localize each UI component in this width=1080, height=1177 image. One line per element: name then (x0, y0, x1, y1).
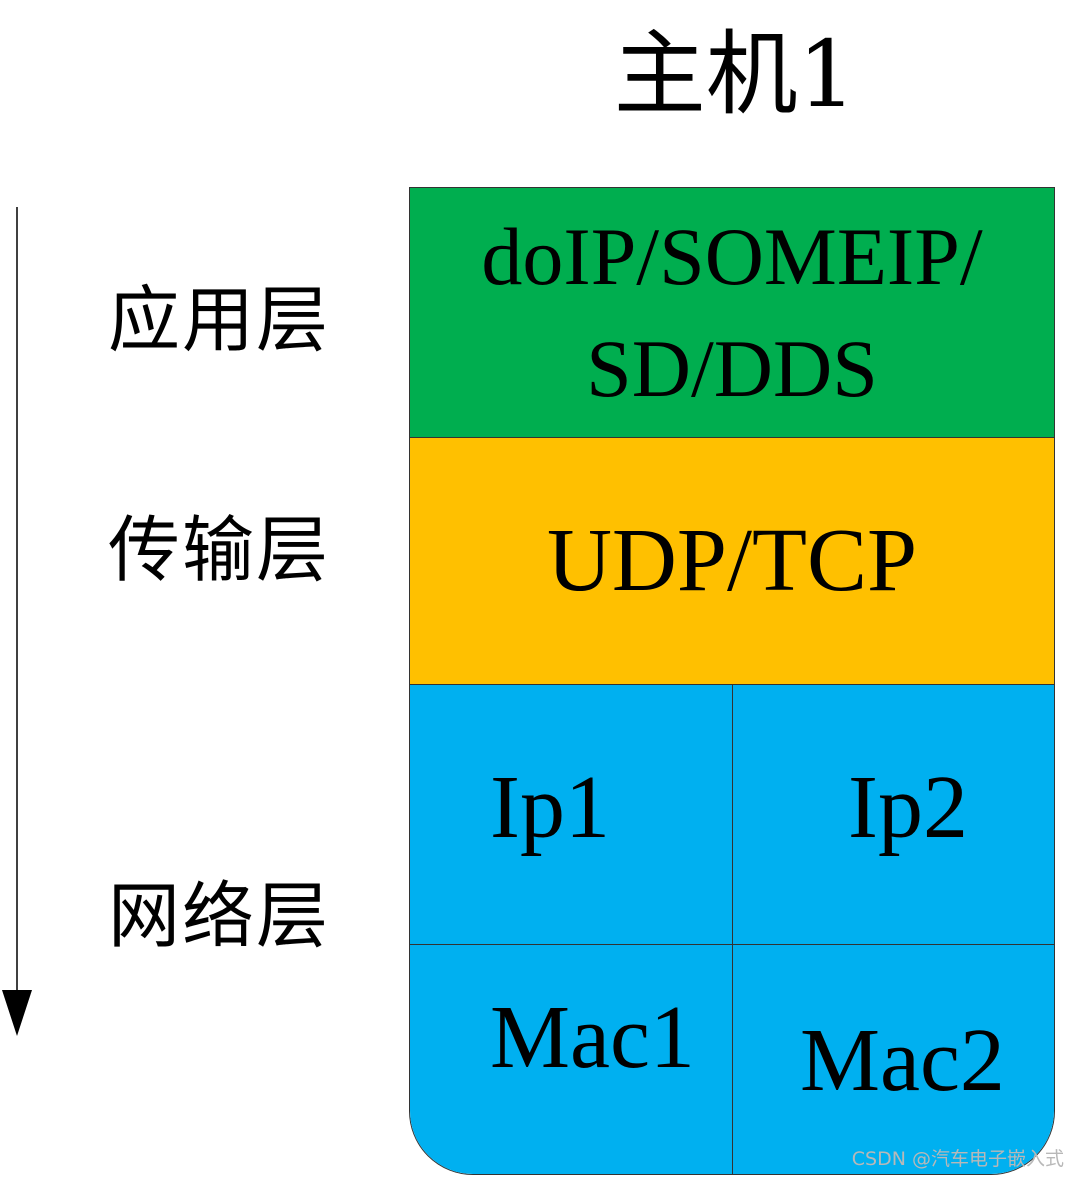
network-divider-horizontal (410, 944, 1054, 945)
ip1-cell: Ip1 (490, 758, 610, 857)
host-title: 主机1 (613, 21, 857, 128)
ip2-cell: Ip2 (848, 758, 968, 857)
arrow-head (2, 990, 32, 1036)
mac2-cell: Mac2 (800, 1011, 1005, 1110)
application-layer-block: doIP/SOMEIP/ SD/DDS (410, 188, 1054, 438)
application-protocols-line-2: SD/DDS (586, 322, 878, 414)
protocol-stack: doIP/SOMEIP/ SD/DDS UDP/TCP Ip1 Ip2 Mac1… (409, 187, 1055, 1175)
watermark: CSDN @汽车电子嵌入式 (851, 1148, 1064, 1170)
mac1-cell: Mac1 (490, 988, 695, 1087)
application-protocols-line-1: doIP/SOMEIP/ (481, 210, 983, 302)
network-divider-vertical (732, 685, 733, 1174)
application-layer-label: 应用层 (108, 278, 331, 362)
transport-layer-label: 传输层 (108, 508, 331, 592)
network-layer-label: 网络层 (108, 874, 331, 958)
transport-layer-block: UDP/TCP (410, 438, 1054, 685)
layer-direction-arrow (2, 207, 32, 1036)
